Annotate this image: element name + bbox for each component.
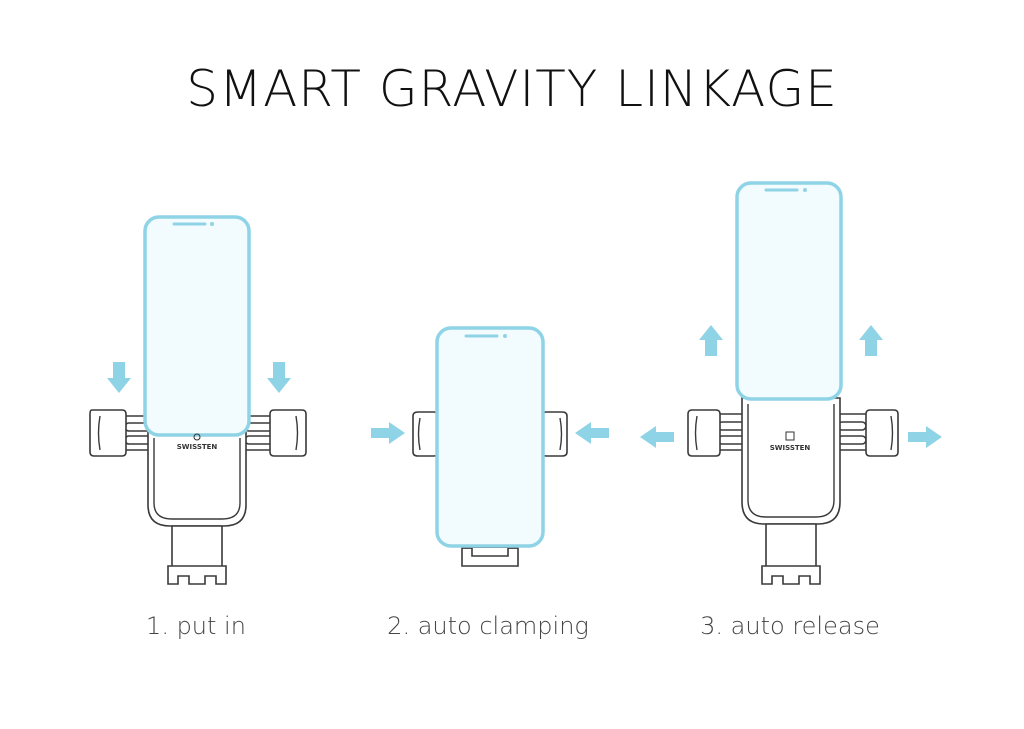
brand-logo-icon bbox=[193, 433, 201, 441]
step-1-caption: 1. put in bbox=[146, 612, 246, 640]
arrow-left-icon bbox=[640, 426, 674, 448]
phone-3 bbox=[735, 181, 843, 401]
brand-label-3: SWISSTEN bbox=[770, 444, 811, 452]
holder-3 bbox=[687, 397, 899, 585]
brand-label-1: SWISSTEN bbox=[177, 443, 218, 451]
arrow-up-icon bbox=[699, 325, 723, 356]
arrow-right-icon bbox=[371, 422, 405, 444]
arrow-up-icon bbox=[859, 325, 883, 356]
step-3-auto-release: SWISSTEN bbox=[640, 181, 942, 585]
holder-2 bbox=[412, 411, 568, 567]
arrow-right-icon bbox=[908, 426, 942, 448]
step-3-caption: 3. auto release bbox=[700, 612, 880, 640]
holder-1 bbox=[89, 409, 307, 585]
phone-1 bbox=[143, 215, 251, 437]
arrow-down-icon bbox=[267, 362, 291, 393]
step-1-put-in: SWISSTEN bbox=[89, 215, 307, 585]
brand-logo-icon bbox=[785, 431, 795, 441]
phone-2 bbox=[435, 326, 545, 548]
page-title: SMART GRAVITY LINKAGE bbox=[186, 60, 838, 118]
step-2-auto-clamping bbox=[371, 326, 609, 567]
step-2-caption: 2. auto clamping bbox=[387, 612, 589, 640]
arrow-down-icon bbox=[107, 362, 131, 393]
arrow-left-icon bbox=[575, 422, 609, 444]
